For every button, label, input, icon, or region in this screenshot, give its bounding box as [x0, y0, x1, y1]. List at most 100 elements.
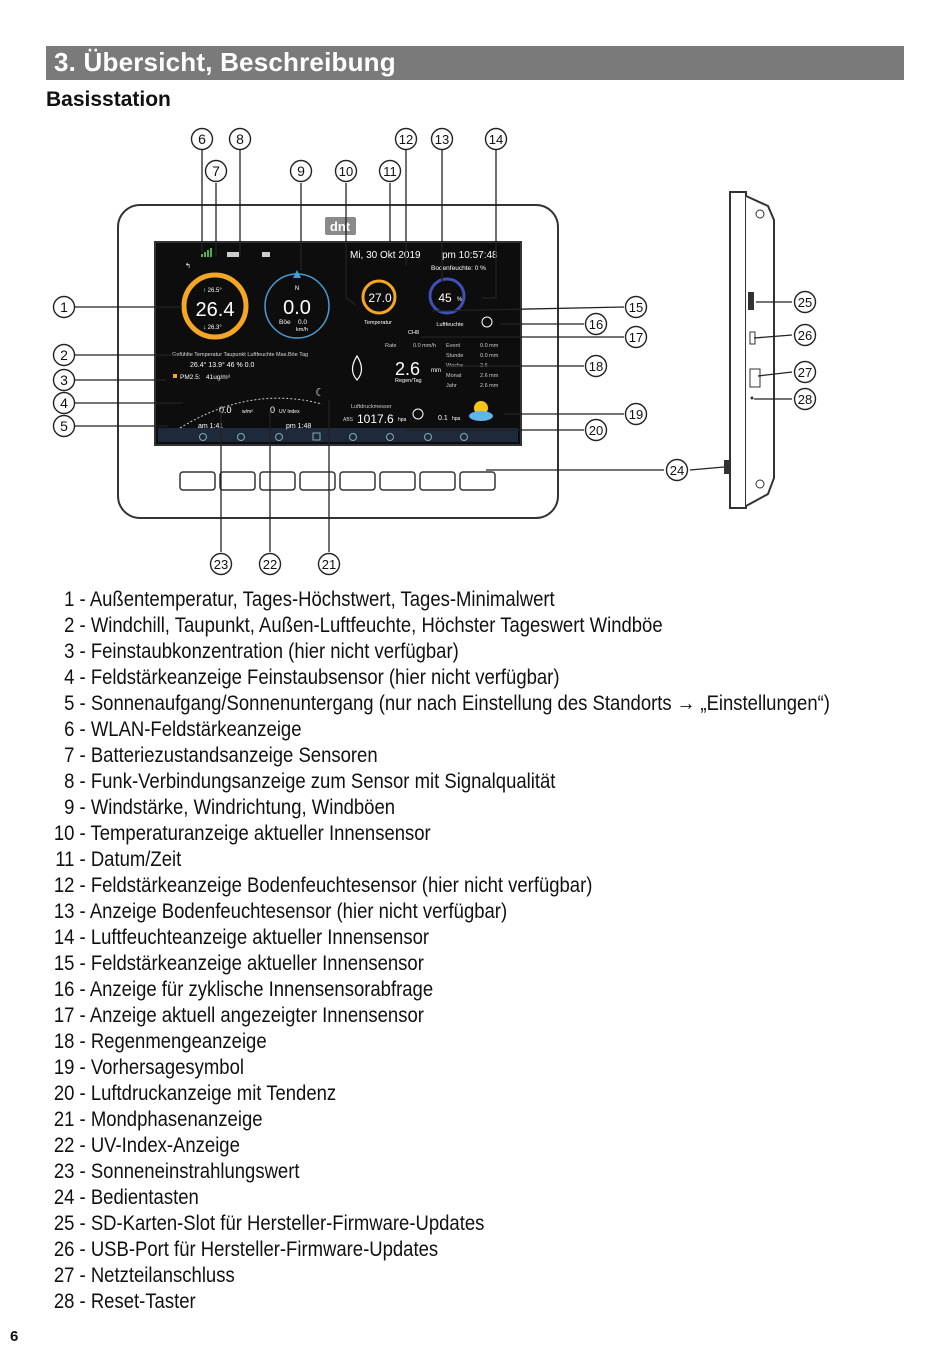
callout-circle	[378, 159, 402, 183]
legend-number: 20	[53, 1081, 75, 1105]
callout-marker: 13	[430, 127, 454, 151]
callout-number: 28	[798, 392, 812, 407]
rain-label: Regen/Tag	[395, 378, 422, 384]
callout-circle	[484, 127, 508, 151]
sunrise-time: am 1:41	[198, 423, 223, 430]
logo-text: dnt	[330, 219, 351, 234]
cycle-icon	[481, 316, 493, 328]
indoor-humidity-label: Luftfeuchte	[436, 322, 463, 328]
legend-separator: -	[74, 1055, 91, 1079]
callout-circle	[793, 290, 817, 314]
callout-number: 4	[60, 395, 68, 411]
callout-marker: 20	[584, 418, 608, 442]
legend-item: 25 - SD-Karten-Slot für Hersteller-Firmw…	[40, 1210, 797, 1236]
callout-marker: 3	[52, 368, 76, 392]
radio-signal-icon	[262, 252, 270, 257]
rain-unit: mm	[431, 368, 441, 374]
control-button-3[interactable]	[259, 471, 296, 491]
callout-circle	[430, 127, 454, 151]
callout-marker: 2	[52, 343, 76, 367]
pressure-label: Luftdruckmesser	[351, 404, 392, 410]
callout-number: 27	[798, 365, 812, 380]
control-button-1[interactable]	[179, 471, 216, 491]
legend-number: 3	[64, 639, 75, 663]
legend-separator: -	[74, 977, 90, 1001]
control-button-6[interactable]	[379, 471, 416, 491]
legend-number: 6	[64, 717, 75, 741]
callout-number: 6	[198, 131, 206, 147]
control-button-2[interactable]	[219, 471, 256, 491]
legend-separator: -	[74, 587, 90, 611]
legend-number: 19	[53, 1055, 75, 1079]
indoor-humidity-value: 45	[438, 291, 452, 305]
callout-circle	[204, 159, 228, 183]
legend-separator: -	[74, 1263, 91, 1287]
page-number: 6	[10, 1328, 19, 1345]
pressure-abs-label: ABS	[343, 417, 354, 423]
control-button-5[interactable]	[339, 471, 376, 491]
legend-number: 13	[53, 899, 75, 923]
callout-number: 24	[670, 463, 684, 478]
callout-circle	[624, 295, 648, 319]
pm-label: PM2.5:	[180, 374, 201, 381]
callout-number: 16	[589, 317, 603, 332]
callout-number: 11	[383, 164, 397, 179]
control-button-7[interactable]	[419, 471, 456, 491]
indoor-humidity-unit: %	[457, 297, 463, 303]
legend-list: 1 - Außentemperatur, Tages-Höchstwert, T…	[40, 586, 920, 1314]
wind-speed-value: 0.0	[283, 297, 311, 319]
callout-number: 25	[798, 295, 812, 310]
callout-marker: 14	[484, 127, 508, 151]
wind-gust-label: Böe	[279, 319, 291, 326]
callout-marker: 1	[52, 295, 76, 319]
legend-text: Funk-Verbindungsanzeige zum Sensor mit S…	[90, 769, 556, 793]
legend-number: 17	[53, 1003, 75, 1027]
legend-separator: -	[74, 821, 91, 845]
callout-circle	[584, 418, 608, 442]
legend-separator: -	[74, 1289, 91, 1313]
pressure-unit: hpa	[398, 417, 407, 423]
subsection-title: Basisstation	[46, 88, 171, 111]
legend-text: Sonnenaufgang/Sonnenuntergang (nur nach …	[90, 691, 830, 715]
callout-number: 22	[263, 557, 277, 572]
legend-text: Reset-Taster	[90, 1289, 196, 1313]
legend-item: 3 - Feinstaubkonzentration (hier nicht v…	[40, 638, 797, 664]
section-title: 3. Übersicht, Beschreibung	[54, 47, 396, 77]
callout-marker: 17	[624, 325, 648, 349]
control-button-4[interactable]	[299, 471, 336, 491]
callout-number: 19	[629, 407, 643, 422]
callout-marker: 4	[52, 391, 76, 415]
logo-badge	[325, 217, 356, 235]
section-header-bar	[46, 46, 904, 80]
legend-number: 4	[64, 665, 75, 689]
callout-number: 18	[589, 359, 603, 374]
rain-rate-label: Rate	[385, 343, 397, 349]
screen-bottom-bar	[158, 428, 518, 442]
callout-circle	[228, 127, 252, 151]
legend-text: Außentemperatur, Tages-Höchstwert, Tages…	[89, 587, 555, 611]
display-screen	[154, 241, 522, 446]
legend-separator: -	[74, 1029, 91, 1053]
callout-circle	[190, 127, 214, 151]
screen-menu-icons	[199, 432, 468, 441]
legend-number: 18	[53, 1029, 75, 1053]
legend-item: 26 - USB-Port für Hersteller-Firmware-Up…	[40, 1236, 797, 1262]
callout-circle	[52, 391, 76, 415]
solar-value: 0.0	[219, 405, 232, 415]
indoor-temp-label: Temperatur	[364, 320, 392, 326]
indoor-temp-value: 27.0	[368, 291, 392, 305]
rain-rate-value: 0.0 mm/h	[413, 343, 436, 349]
rain-table-label: Stunde	[446, 353, 463, 359]
legend-item: 13 - Anzeige Bodenfeuchtesensor (hier ni…	[40, 898, 797, 924]
callout-circle	[52, 414, 76, 438]
legend-text: Datum/Zeit	[90, 847, 182, 871]
legend-item: 1 - Außentemperatur, Tages-Höchstwert, T…	[40, 586, 797, 612]
rain-table-value: 0.0 mm	[480, 343, 499, 349]
forecast-icon	[469, 401, 493, 421]
soil-moisture-label: Bodenfeuchte: 0 %	[431, 265, 486, 272]
legend-number: 1	[64, 587, 75, 611]
legend-item: 17 - Anzeige aktuell angezeigter Innense…	[40, 1002, 797, 1028]
callout-marker: 7	[204, 159, 228, 183]
control-button-8[interactable]	[459, 471, 496, 491]
